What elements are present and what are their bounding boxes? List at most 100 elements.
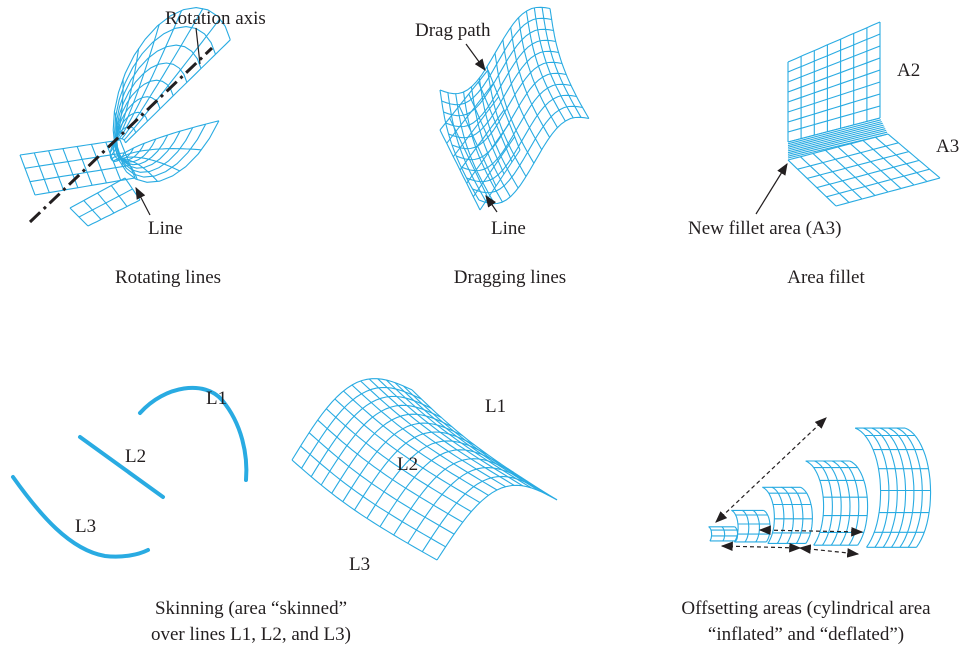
- mesh-line: [452, 96, 500, 158]
- mesh-line: [385, 379, 532, 489]
- mesh-line: [459, 109, 505, 171]
- mesh-line: [411, 389, 558, 501]
- mesh-line: [787, 81, 881, 113]
- mesh-line: [549, 8, 590, 119]
- mesh-line: [76, 146, 93, 186]
- rotated-surface-mesh: [19, 7, 231, 227]
- mesh-line: [24, 152, 126, 169]
- mesh-line: [812, 153, 863, 200]
- mesh-line: [787, 133, 889, 161]
- offset-arrow: [798, 544, 860, 558]
- curve-l2: [78, 435, 165, 499]
- mesh-line: [320, 404, 442, 486]
- curve-l1: [138, 386, 249, 482]
- mesh-line: [119, 139, 136, 179]
- l2-surface-label: L2: [397, 454, 418, 475]
- mesh-line: [875, 136, 928, 182]
- skinning-panel: L1 L2 L3 L1 L2 L3 Skinning (area “skinne…: [11, 378, 558, 645]
- mesh-line: [807, 151, 909, 179]
- mesh-line: [377, 378, 523, 487]
- mesh-line: [787, 159, 837, 207]
- rotation-axis-label: Rotation axis: [165, 8, 266, 29]
- mesh-line: [787, 129, 887, 155]
- mesh-line: [904, 427, 932, 548]
- mesh-line: [797, 142, 899, 170]
- dragged-surface-mesh: [439, 6, 590, 211]
- mesh-line: [787, 21, 881, 63]
- l3-surface-label: L3: [349, 554, 370, 575]
- mesh-line: [291, 459, 438, 561]
- mesh-line: [421, 475, 543, 552]
- mesh-line: [486, 66, 527, 177]
- mesh-line: [494, 53, 535, 164]
- mesh-line: [863, 427, 890, 548]
- offset-arrow: [720, 541, 802, 553]
- mesh-line: [472, 105, 583, 194]
- drag-path-leader: [465, 43, 486, 71]
- mesh-line: [351, 384, 498, 491]
- mesh-line: [446, 82, 494, 144]
- mesh-line: [879, 427, 907, 548]
- mesh-line: [334, 398, 481, 503]
- mesh-line: [787, 117, 881, 143]
- mesh-line: [87, 199, 141, 227]
- offsetting-caption-line2: “inflated” and “deflated”): [708, 624, 904, 645]
- mesh-line: [394, 382, 541, 492]
- mesh-line: [439, 69, 489, 131]
- mesh-line: [407, 467, 529, 544]
- mesh-line: [826, 168, 930, 198]
- mesh-line: [771, 486, 785, 544]
- mesh-line: [787, 33, 881, 73]
- dragging-caption: Dragging lines: [454, 267, 566, 288]
- fillet-area-leader: [755, 162, 788, 215]
- dragging-lines-panel: Drag path Line Dragging lines: [415, 6, 590, 288]
- mesh-line: [854, 427, 882, 548]
- mesh-line: [472, 136, 516, 198]
- mesh-line: [787, 57, 881, 93]
- mesh-line: [787, 128, 886, 154]
- mesh-line: [403, 385, 549, 496]
- mesh-line: [837, 146, 889, 193]
- area-fillet-panel: A2 A3 New fillet area (A3) Area fillet: [688, 21, 959, 288]
- mesh-line: [115, 44, 202, 173]
- mesh-line: [112, 7, 231, 183]
- mesh-line: [525, 11, 566, 122]
- mesh-line: [325, 408, 472, 513]
- a3-label: A3: [936, 136, 959, 157]
- mesh-line: [105, 141, 122, 181]
- line-leader: [135, 186, 151, 216]
- new-fillet-area-label: New fillet area (A3): [688, 218, 842, 239]
- mesh-line: [502, 39, 543, 150]
- offset-arrows: [715, 417, 864, 558]
- mesh-line: [510, 27, 551, 138]
- mesh-line: [109, 138, 127, 162]
- mesh-line: [787, 45, 881, 83]
- mesh-line: [781, 486, 794, 544]
- mesh-line: [787, 124, 884, 150]
- mesh-line: [708, 526, 713, 542]
- l2-label: L2: [125, 446, 146, 467]
- skinned-surface-mesh: [291, 378, 558, 561]
- mesh-line: [360, 380, 506, 488]
- mesh-line: [34, 177, 136, 196]
- mesh-line: [19, 154, 36, 196]
- drag-line-label: Line: [491, 218, 526, 239]
- mesh-line: [463, 91, 503, 203]
- fillet-surface-mesh: [787, 21, 941, 207]
- mesh-line: [849, 460, 869, 546]
- mesh-line: [787, 93, 881, 123]
- mesh-line: [62, 148, 79, 188]
- mesh-line: [816, 159, 920, 189]
- mesh-line: [787, 119, 882, 145]
- mesh-line: [896, 427, 923, 548]
- rotating-caption: Rotating lines: [115, 267, 221, 288]
- mesh-line: [825, 149, 876, 196]
- mesh-line: [478, 78, 519, 189]
- skinning-caption-line2: over lines L1, L2, and L3): [151, 624, 351, 645]
- mesh-line: [887, 133, 941, 179]
- offsetting-panel: Offsetting areas (cylindrical area “infl…: [681, 417, 932, 645]
- mesh-line: [800, 156, 850, 203]
- mesh-line: [533, 7, 574, 119]
- mesh-line: [19, 139, 121, 156]
- a2-label: A2: [897, 60, 920, 81]
